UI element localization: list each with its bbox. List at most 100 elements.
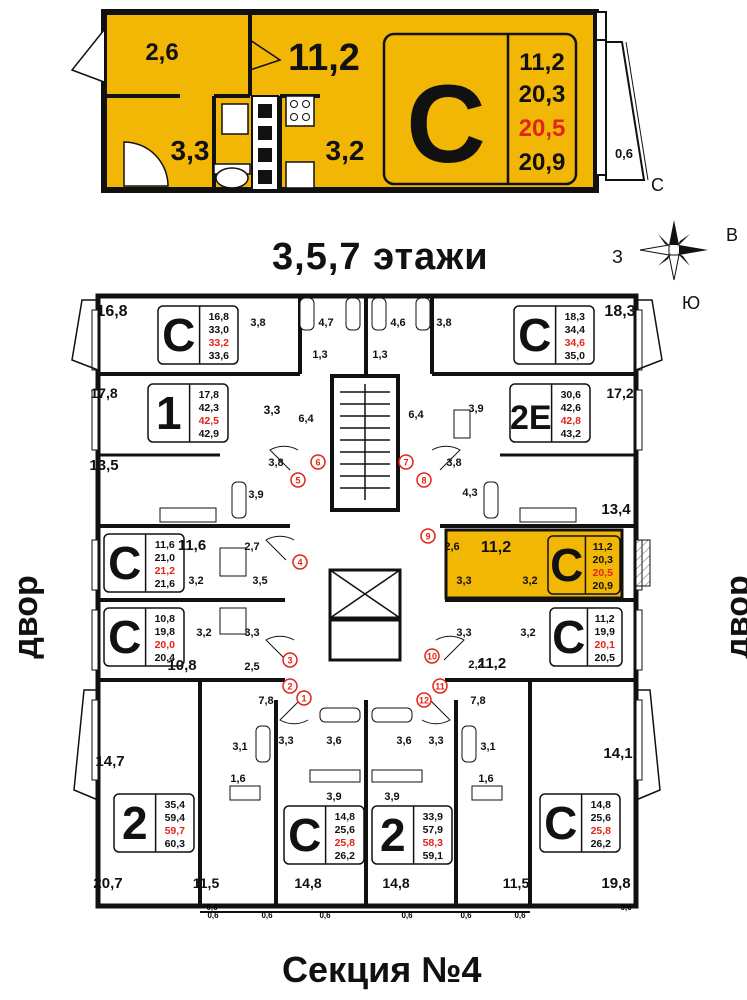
door-swing [431,445,461,471]
unit-area-value: 10,8 [155,613,176,625]
unit-card-frame [157,305,239,365]
burner [290,100,298,108]
bathtub-icon [415,297,431,331]
unit-area-value: 20,5 [595,652,616,664]
compass-arm-s [668,254,680,281]
bottom-balcony-area: 0,6 [206,903,218,912]
entrance-number: 7 [403,458,408,468]
room-area-label: 6,4 [298,413,314,425]
entrance-marker: 11 [432,678,448,694]
unit-area-value: 59,1 [423,850,444,862]
room-area-label: 3,8 [436,317,451,329]
featured-window [595,39,607,176]
room-area-label: 20,7 [93,875,122,892]
room-area-label: 2,5 [244,661,259,673]
kitchen-counter [159,507,217,523]
room-area-label: 3,1 [232,741,247,753]
bathtub-icon [371,707,413,723]
section-title: Секция №4 [282,949,482,990]
unit-area-value: 25,8 [591,825,612,837]
room-area-label: 13,5 [89,457,118,474]
unit-area-value: 20,9 [593,580,614,592]
unit-card-frame [539,793,621,853]
door-swing [279,699,309,725]
unit-area-value: 19,9 [595,626,616,638]
entrance-number: 12 [419,696,429,706]
entrance-number: 11 [435,682,445,692]
entrance-marker-ring [432,678,448,694]
featured-unit: C 11,2 20,3 20,5 20,9 2,6 11,2 3,3 3,2 0… [70,9,649,193]
unit-area-value: 43,2 [561,428,582,440]
room-area-label: 4,7 [318,317,333,329]
room-area-label: 6,4 [408,409,424,421]
room-area-label: 14,7 [95,753,124,770]
door-swing [421,699,451,725]
bathtub-icon [371,297,387,331]
entrance-marker: 9 [420,528,436,544]
bottom-balcony-area: 0,6 [319,911,331,920]
room-area-label: 0,6 [615,146,633,161]
room-area-label: 3,2 [196,627,211,639]
unit-type-letter: C [108,537,141,589]
entrance-marker: 3 [282,652,298,668]
room-area-label: 3,9 [384,791,399,803]
room-area-label: 19,8 [601,875,630,892]
unit-type-letter: C [518,309,551,361]
room-area-label: 11,5 [193,875,220,891]
unit-card-frame [513,305,595,365]
unit-area-value: 33,6 [209,350,230,362]
room-area-label: 11,2 [288,37,360,79]
room-area-label: 3,9 [468,403,483,415]
unit-type-letter: C [108,611,141,663]
unit-area-value: 57,9 [423,824,444,836]
unit-area-value: 16,8 [209,311,230,323]
room-area-label: 3,2 [522,575,537,587]
side-label-right: двор [718,575,747,659]
room-area-label: 11,2 [481,539,511,556]
unit-type-letter: 2 [122,797,148,849]
unit-type-letter: C [550,539,583,591]
balcony [73,689,99,801]
room-area-label: 3,2 [520,627,535,639]
elevator-shaft [328,618,402,662]
room-area-label: 14,8 [382,875,409,891]
room-area-label: 14,1 [603,745,632,762]
entrance-number: 1 [301,694,306,704]
room-area-label: 3,9 [326,791,341,803]
unit-card-frame [547,535,621,595]
unit-area-value: 11,2 [595,613,615,625]
room-area-label: 14,8 [294,875,321,891]
entrance-marker-ring [416,472,432,488]
entrance-marker-ring [424,648,440,664]
room-area-label: 4,3 [462,487,477,499]
door-swing [265,535,295,561]
stove-icon [285,95,315,127]
room-area-label: 1,6 [230,773,245,785]
unit-area-value: 42,6 [561,402,582,414]
unit-area-value: 33,2 [209,337,230,349]
compass-arm-diag [658,234,671,247]
bottom-balcony-area: 0,6 [401,911,413,920]
unit-area-value: 59,7 [165,825,186,837]
room-area-label: 3,3 [171,135,210,166]
unit-area-value: 42,9 [199,428,220,440]
compass-north: С [651,175,664,195]
room-area-label: 3,6 [326,735,341,747]
floors-title: 3,5,7 этажи [272,236,489,278]
entrance-number: 9 [425,532,430,542]
unit-area-value: 33,0 [209,324,230,336]
unit-type-letter: C [288,809,321,861]
unit-area-value: 20,3 [593,554,614,566]
bottom-balcony-area: 0,6 [460,911,472,920]
featured-window-upper [595,11,607,41]
room-area-label: 2,2 [468,659,483,671]
room-area-label: 11,6 [178,537,206,554]
compass-west: З [612,247,623,267]
room-area-label: 16,8 [96,303,127,320]
entrance-number: 3 [287,656,292,666]
